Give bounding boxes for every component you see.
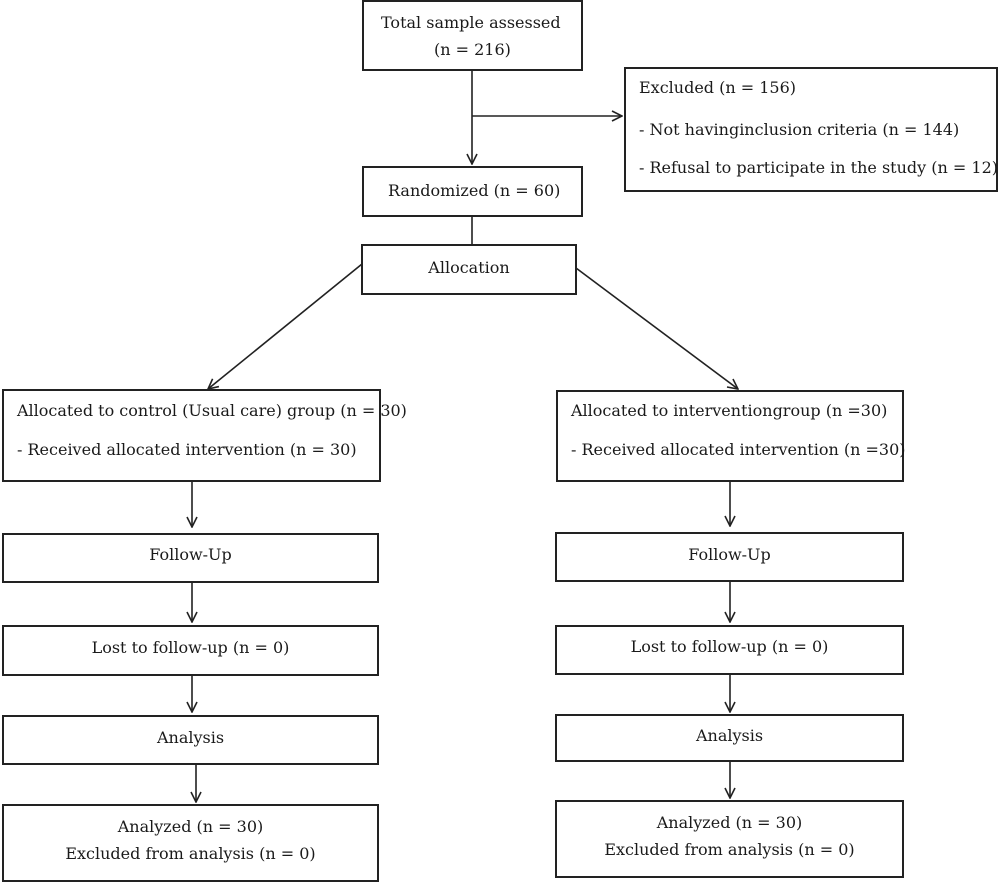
arrow-allocation-to-control (208, 263, 363, 389)
intervention-group-box: Allocated to interventiongroup (n =30) -… (556, 390, 906, 482)
randomized-label: Randomized (n = 60) (388, 181, 561, 200)
total-sample-label: Total sample assessed (381, 13, 561, 32)
control-group-box: Allocated to control (Usual care) group … (2, 389, 407, 482)
randomized-box: Randomized (n = 60) (362, 166, 583, 217)
intervention-followup-label: Follow-Up (688, 545, 771, 564)
intervention-allocated-label: Allocated to interventiongroup (n =30) (571, 401, 888, 420)
control-lost-box: Lost to follow-up (n = 0) (2, 625, 379, 676)
excluded-item-inclusion: - Not havinginclusion criteria (n = 144) (639, 120, 960, 139)
intervention-lost-label: Lost to follow-up (n = 0) (630, 637, 829, 656)
intervention-analysis-label: Analysis (695, 726, 764, 745)
excluded-box: Excluded (n = 156) - Not havinginclusion… (624, 67, 998, 192)
control-analysis-box: Analysis (2, 715, 379, 765)
intervention-lost-box: Lost to follow-up (n = 0) (555, 625, 904, 675)
intervention-analyzed-label: Analyzed (n = 30) (656, 813, 803, 832)
control-lost-label: Lost to follow-up (n = 0) (91, 638, 290, 657)
control-allocated-label: Allocated to control (Usual care) group … (17, 401, 407, 420)
control-followup-box: Follow-Up (2, 533, 379, 583)
control-analyzed-box: Analyzed (n = 30) Excluded from analysis… (2, 804, 379, 882)
excluded-title: Excluded (n = 156) (639, 78, 797, 97)
intervention-analyzed-box: Analyzed (n = 30) Excluded from analysis… (555, 800, 904, 878)
control-followup-label: Follow-Up (149, 545, 232, 564)
allocation-label: Allocation (428, 258, 510, 277)
control-received-label: - Received allocated intervention (n = 3… (17, 440, 357, 459)
control-excluded-analysis-label: Excluded from analysis (n = 0) (65, 844, 316, 863)
intervention-analysis-box: Analysis (555, 714, 904, 762)
total-sample-count: (n = 216) (434, 40, 511, 59)
intervention-followup-box: Follow-Up (555, 532, 904, 582)
excluded-item-refusal: - Refusal to participate in the study (n… (639, 158, 998, 177)
allocation-box: Allocation (361, 244, 577, 295)
control-analyzed-label: Analyzed (n = 30) (117, 817, 264, 836)
intervention-received-label: - Received allocated intervention (n =30… (571, 440, 906, 459)
total-sample-box: Total sample assessed (n = 216) (362, 0, 583, 71)
arrow-allocation-to-intervention (575, 267, 738, 389)
intervention-excluded-analysis-label: Excluded from analysis (n = 0) (604, 840, 855, 859)
control-analysis-label: Analysis (156, 728, 225, 747)
